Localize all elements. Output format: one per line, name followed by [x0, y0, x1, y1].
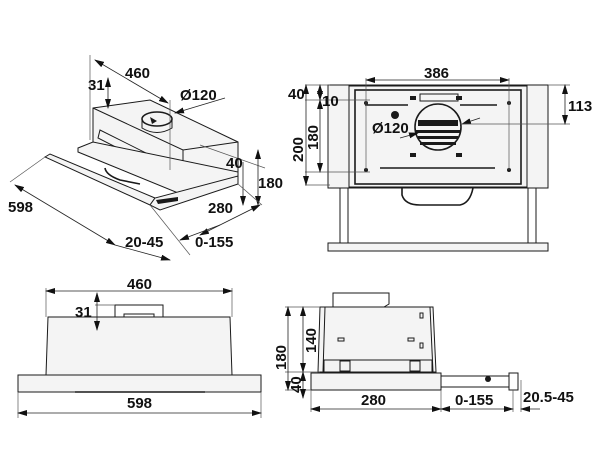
iso-extension-label: 0-155	[195, 234, 233, 251]
front-hole-offset-label: 10	[322, 93, 339, 110]
isometric-view	[43, 99, 239, 211]
front-view	[327, 84, 549, 252]
iso-top-height-label: 31	[88, 77, 105, 94]
front-dimensions: 386 40 10 180 200 Ø120 113	[288, 65, 592, 186]
front-hole-spacing-label: 386	[424, 65, 449, 82]
back-dimensions: 460 31 598	[17, 276, 262, 418]
side-visor	[310, 372, 442, 391]
front-hole-vertical-label: 180	[305, 125, 322, 150]
iso-duct-label: Ø120	[180, 87, 217, 104]
side-dimensions: 180 140 40 280 0-155 20.5-45	[273, 306, 574, 412]
back-body	[45, 316, 233, 376]
side-body	[317, 306, 437, 373]
side-extension-label: 0-155	[455, 392, 493, 409]
back-width-label: 460	[127, 276, 152, 293]
side-body-height-label: 140	[303, 328, 320, 353]
iso-width-label: 460	[125, 65, 150, 82]
front-top-offset-label: 40	[288, 86, 305, 103]
front-body-height-label: 200	[290, 137, 307, 162]
iso-visor-depth-label: 20-45	[125, 234, 163, 251]
iso-visor-height-label: 40	[226, 155, 243, 172]
back-top-height-label: 31	[75, 304, 92, 321]
front-duct	[414, 103, 462, 151]
iso-total-height-label: 180	[258, 175, 283, 192]
side-depth-label: 280	[361, 392, 386, 409]
side-total-height-label: 180	[273, 345, 290, 370]
front-duct-offset-label: 113	[568, 98, 592, 115]
back-total-width-label: 598	[127, 395, 152, 412]
back-view	[17, 304, 262, 393]
back-visor	[17, 374, 262, 393]
isometric-dimensions: 460 31 Ø120 40 180 280 598 20-45 0-155	[8, 55, 283, 261]
side-visor-depth-label: 20.5-45	[523, 389, 574, 406]
side-slide	[440, 375, 510, 388]
side-visor-height-label: 40	[288, 376, 305, 393]
iso-depth-label: 280	[208, 200, 233, 217]
iso-total-width-label: 598	[8, 199, 33, 216]
side-view	[310, 292, 519, 391]
front-duct-label: Ø120	[372, 120, 409, 137]
